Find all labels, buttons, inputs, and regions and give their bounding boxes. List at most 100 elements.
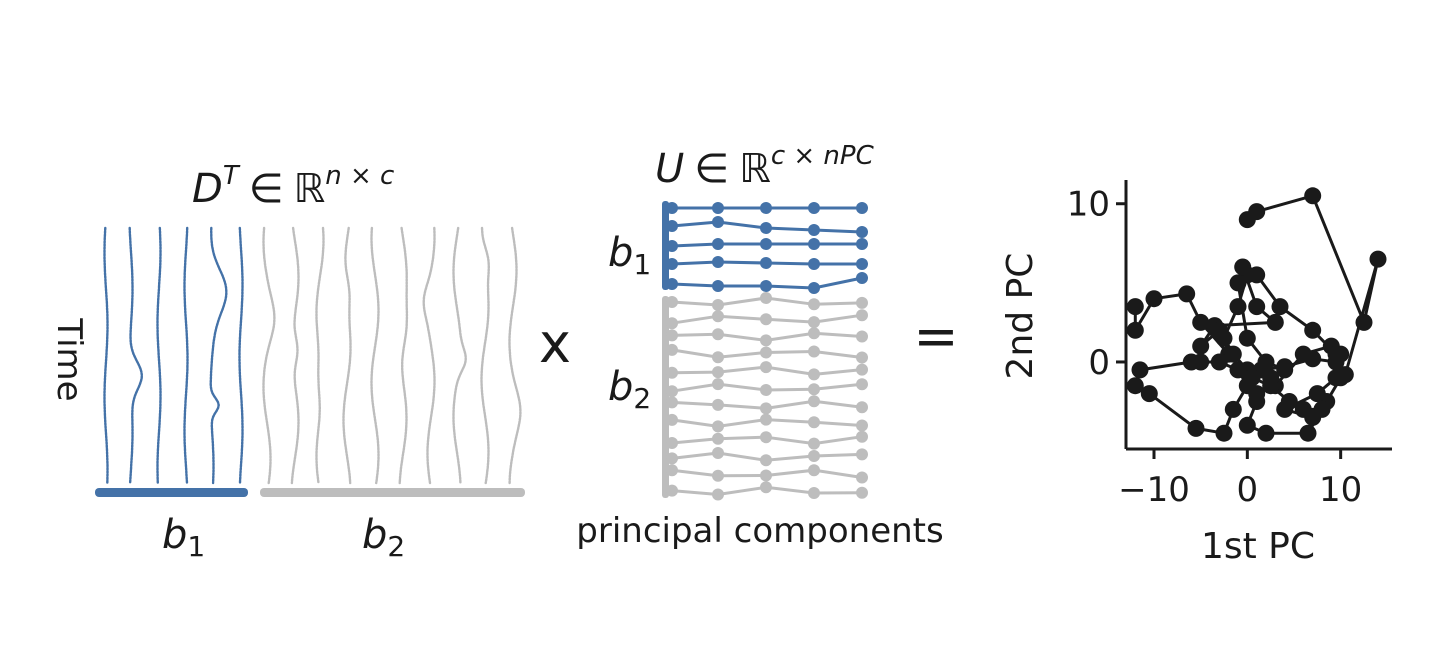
matrix-u-loading-point <box>808 345 820 358</box>
matrix-u-loading-point <box>666 343 678 356</box>
matrix-u-loading-point <box>808 224 820 236</box>
y-tick-label: 0 <box>1088 343 1110 383</box>
pc-trajectory-point <box>1229 274 1247 292</box>
pc-trajectory-point <box>1238 211 1256 229</box>
matrix-u-loading-point <box>712 398 724 411</box>
matrix-u-loading-point <box>856 272 868 284</box>
matrix-u-loading-point <box>712 366 724 379</box>
matrix-d-title-op: ∈ <box>249 166 284 212</box>
matrix-u-loading-point <box>808 258 820 270</box>
x-tick-label: 10 <box>1319 470 1362 510</box>
matrix-u-rows <box>666 202 868 501</box>
pc-trajectory-point <box>1229 361 1247 379</box>
matrix-u-loading-point <box>808 327 820 340</box>
matrix-d-group-b1-base: b <box>162 512 187 558</box>
matrix-u-title-set: ℝ <box>739 146 771 192</box>
matrix-u-loading-point <box>808 383 820 396</box>
matrix-u-loading-point <box>666 220 678 232</box>
matrix-d-group-b2-bar <box>260 488 525 497</box>
matrix-u-loading-point <box>856 296 868 309</box>
matrix-d-group-b1-label: b1 <box>162 512 205 563</box>
matrix-u-loading-point <box>760 238 772 250</box>
matrix-d-column-trace <box>183 226 189 485</box>
pc-chart-xlabel: 1st PC <box>1201 526 1315 567</box>
matrix-u-loading-point <box>808 487 820 499</box>
matrix-u-loading-point <box>760 469 772 482</box>
matrix-u-loading-point <box>666 452 678 465</box>
matrix-u-loading-point <box>712 469 724 482</box>
pc-trajectory-point <box>1131 361 1149 379</box>
matrix-d-column-trace <box>209 226 228 485</box>
matrix-u-loading-point <box>856 330 868 343</box>
pc-trajectory-point <box>1299 424 1317 442</box>
matrix-d-column-trace <box>128 226 144 485</box>
pc-trajectory-point <box>1210 353 1228 371</box>
matrix-d-title-dims: n × c <box>325 161 394 191</box>
matrix-u-loading-point <box>666 437 678 449</box>
matrix-u-panel: U∈ℝc × nPC b1 b2 principal components <box>576 141 943 551</box>
matrix-d-title: DT∈ℝn × c <box>192 161 394 212</box>
pc-trajectory-point <box>1192 337 1210 355</box>
pc-trajectory-point <box>1187 419 1205 437</box>
pc-trajectory-point <box>1266 313 1284 331</box>
matrix-u-loading-point <box>856 258 868 270</box>
pc-trajectory-point <box>1327 345 1345 363</box>
pc-trajectory-point <box>1294 400 1312 418</box>
matrix-u-loading-point <box>666 396 678 409</box>
pc-trajectory-point <box>1248 266 1266 284</box>
pc-trajectory-point <box>1224 400 1242 418</box>
matrix-u-loading-point <box>666 317 678 330</box>
pc-trajectory-point <box>1294 345 1312 363</box>
pc-trajectory-point <box>1215 424 1233 442</box>
matrix-u-loading-point <box>712 202 724 214</box>
pc-trajectory-point <box>1145 290 1163 308</box>
pc-trajectory-point <box>1238 416 1256 434</box>
matrix-u-loading-point <box>856 202 868 214</box>
matrix-u-loading-point <box>856 401 868 414</box>
matrix-d-columns-b1 <box>103 226 244 485</box>
matrix-d-columns-b2 <box>262 226 522 485</box>
matrix-u-group-b1-sub: 1 <box>633 248 651 281</box>
matrix-u-loading-point <box>712 310 724 323</box>
matrix-u-loading-point <box>856 430 868 443</box>
matrix-u-loading-point <box>760 361 772 374</box>
pc-trajectory-point <box>1192 313 1210 331</box>
matrix-u-loading-point <box>712 420 724 433</box>
x-tick-label: −10 <box>1118 470 1190 510</box>
matrix-d-group-b1-sub: 1 <box>187 530 205 563</box>
matrix-u-loading-point <box>808 238 820 250</box>
matrix-u-loading-point <box>760 346 772 359</box>
matrix-d-column-trace <box>480 226 491 485</box>
matrix-d-column-trace <box>315 226 325 485</box>
matrix-d-group-b1-bar <box>95 488 248 497</box>
matrix-u-loading-point <box>712 378 724 391</box>
matrix-d-column-trace <box>156 226 162 485</box>
matrix-u-loading-point <box>856 226 868 238</box>
matrix-u-loading-point <box>712 256 724 268</box>
matrix-u-loading-point <box>760 280 772 292</box>
pc-trajectory-point <box>1126 321 1144 339</box>
pc-trajectory-point <box>1257 353 1275 371</box>
pc-trajectory-point <box>1210 321 1228 339</box>
pc-trajectory-point <box>1280 393 1298 410</box>
equals-operator: = <box>913 305 958 368</box>
matrix-u-loading-point <box>666 258 678 270</box>
matrix-u-loading-point <box>760 454 772 467</box>
matrix-u-title-op: ∈ <box>694 146 729 192</box>
matrix-u-loading-point <box>712 447 724 459</box>
matrix-u-loading-point <box>856 471 868 484</box>
matrix-u-loading-point <box>666 366 678 379</box>
matrix-u-loading-point <box>808 464 820 477</box>
matrix-u-loading-point <box>712 432 724 445</box>
matrix-d-column-trace <box>508 226 522 485</box>
pc-trajectory-point <box>1126 377 1144 395</box>
matrix-u-loading-point <box>666 202 678 214</box>
pc-trajectory-point <box>1126 298 1144 316</box>
matrix-u-title-dims: c × nPC <box>771 141 875 171</box>
matrix-u-loading-point <box>808 368 820 381</box>
matrix-u-loading-point <box>760 202 772 214</box>
matrix-u-title: U∈ℝc × nPC <box>655 141 875 192</box>
matrix-u-group-b2-sub: 2 <box>633 382 651 415</box>
matrix-u-loading-point <box>666 329 678 342</box>
